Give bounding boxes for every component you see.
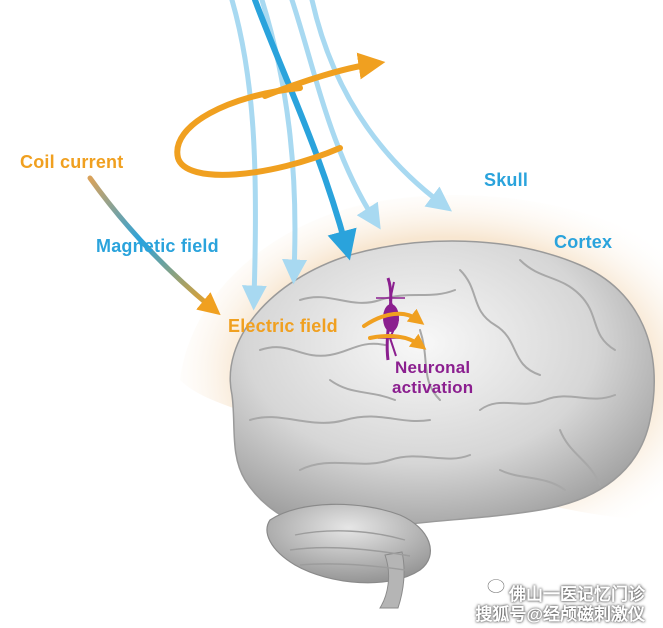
watermark-line2: 搜狐号@经颅磁刺激仪: [475, 600, 645, 625]
label-neuronal-activation: Neuronal activation: [392, 358, 473, 398]
label-skull: Skull: [484, 170, 528, 191]
label-cortex: Cortex: [554, 232, 612, 253]
brain-illustration: [230, 241, 654, 608]
wechat-icon: [488, 580, 510, 596]
label-neuronal-line2: activation: [392, 378, 473, 398]
label-electric-field: Electric field: [228, 316, 338, 337]
label-magnetic-field: Magnetic field: [96, 236, 219, 257]
label-coil-current: Coil current: [20, 152, 123, 173]
magnetic-field-arrow: [255, 0, 346, 246]
label-neuronal-line1: Neuronal: [392, 358, 473, 378]
